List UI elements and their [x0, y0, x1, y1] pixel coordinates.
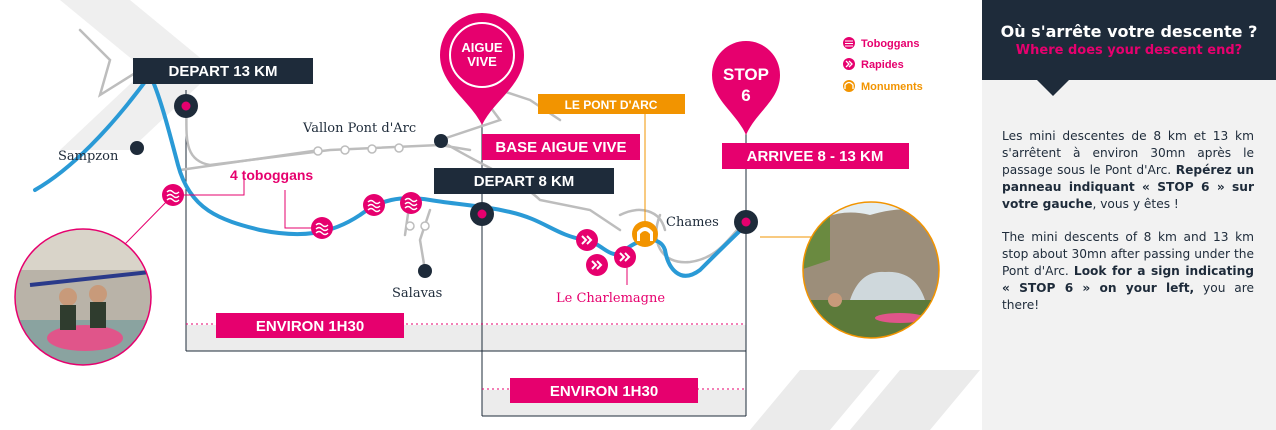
stop6-pin [712, 41, 780, 135]
pont-arc-photo-frame [802, 201, 940, 339]
legend-monuments: Monuments [861, 81, 923, 93]
logo-text-2: VIVE [467, 54, 497, 69]
rapid-icon [581, 235, 631, 270]
legend-toboggans: Toboggans [861, 38, 919, 50]
base-label: BASE AIGUE VIVE [495, 139, 626, 156]
depart13-label: DEPART 13 KM [169, 63, 278, 80]
depart8-banner [434, 168, 614, 194]
depart8-label: DEPART 8 KM [474, 173, 575, 190]
panel-header: Où s'arrête votre descente ? Where does … [982, 0, 1276, 96]
logo-text-1: AIGUE [461, 40, 503, 55]
place-sampzon: Sampzon [58, 149, 119, 164]
monument-marker [632, 221, 658, 247]
panel-title-fr: Où s'arrête votre descente ? [1000, 22, 1258, 41]
river-map: AIGUE VIVE STOP 6 DEPART 13 KM BASE AIGU… [0, 0, 980, 430]
bg-chevron [750, 370, 880, 430]
place-chames: Chames [666, 215, 719, 230]
pont-arc-photo [803, 202, 939, 338]
aigue-vive-pin [440, 13, 524, 125]
aigue-vive-logo [449, 22, 515, 88]
place-salavas: Salavas [392, 286, 442, 301]
header-notch [1037, 80, 1069, 96]
info-panel: Où s'arrête votre descente ? Where does … [982, 0, 1276, 430]
duration-banner-1 [216, 313, 404, 338]
wave-icon [166, 189, 418, 236]
place-vallon: Vallon Pont d'Arc [302, 121, 416, 136]
stop6-text-2: 6 [741, 86, 750, 105]
bg-chevron [850, 370, 980, 430]
depart13-banner [133, 58, 313, 84]
en-end-text: you are there! [1002, 281, 1254, 312]
place-charlemagne: Le Charlemagne [556, 291, 665, 306]
connector [173, 178, 245, 196]
en-text: The mini descents of 8 km and 13 km stop… [1002, 230, 1254, 278]
kayak-photo-frame [14, 228, 152, 366]
panel-text-en: The mini descents of 8 km and 13 km stop… [1002, 229, 1254, 314]
duration-banner-2 [510, 378, 698, 403]
duration-label-1: ENVIRON 1H30 [256, 318, 364, 335]
panel-text: Les mini descentes de 8 km et 13 km s'ar… [1002, 128, 1254, 330]
legend-rapides: Rapides [861, 59, 904, 71]
panel-title-en: Where does your descent end? [1015, 43, 1243, 58]
connector [284, 190, 322, 229]
stop6-text-1: STOP [723, 65, 769, 84]
toboggans-label: 4 toboggans [230, 167, 313, 183]
pont-arc-banner [538, 94, 685, 114]
kayak-photo [15, 229, 151, 365]
road-dots [313, 143, 430, 231]
duration-label-2: ENVIRON 1H30 [550, 383, 658, 400]
bg-chevron [0, 0, 215, 150]
panel-text-fr: Les mini descentes de 8 km et 13 km s'ar… [1002, 128, 1254, 213]
legend: Toboggans Rapides Monuments [843, 37, 923, 93]
pont-arc-label: LE PONT D'ARC [565, 98, 658, 112]
en-bold-text: Look for a sign indicating « STOP 6 » on… [1002, 264, 1254, 295]
arrivee-banner [722, 143, 909, 169]
fr-bold-text: Repérez un panneau indiquant « STOP 6 » … [1002, 163, 1254, 211]
arch-icon [637, 227, 653, 241]
fr-text: Les mini descentes de 8 km et 13 km s'ar… [1002, 129, 1254, 177]
toboggan-markers [162, 184, 422, 239]
base-banner [482, 134, 640, 160]
arrivee-label: ARRIVEE 8 - 13 KM [747, 148, 884, 165]
fr-end-text: , vous y êtes ! [1092, 197, 1179, 211]
station-markers [130, 94, 758, 278]
